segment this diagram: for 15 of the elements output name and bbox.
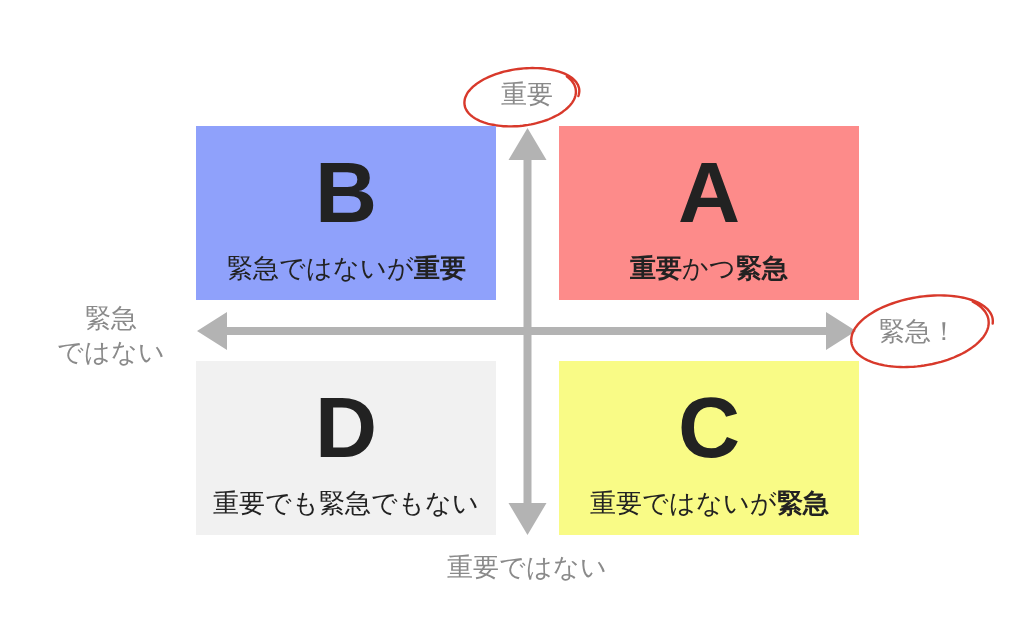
quadrant-letter: D — [314, 394, 378, 460]
quadrant-label: 重要ではないが緊急 — [589, 487, 829, 519]
axis-label: 緊急ではない — [56, 302, 166, 369]
quadrant-letter: A — [677, 159, 741, 225]
axis-label: 重要 — [501, 78, 553, 111]
quadrant-box — [196, 126, 496, 300]
axis-label: 重要ではない — [447, 551, 607, 584]
quadrant-box — [559, 126, 859, 300]
quadrant-label: 重要かつ緊急 — [630, 252, 788, 284]
quadrant-box — [559, 361, 859, 535]
quadrant-label: 緊急ではないが重要 — [226, 252, 466, 284]
axis-label: 緊急！ — [879, 315, 957, 348]
quadrant-label: 重要でも緊急でもない — [213, 487, 479, 519]
quadrant-letter: B — [314, 159, 378, 225]
quadrant-letter: C — [677, 394, 741, 460]
